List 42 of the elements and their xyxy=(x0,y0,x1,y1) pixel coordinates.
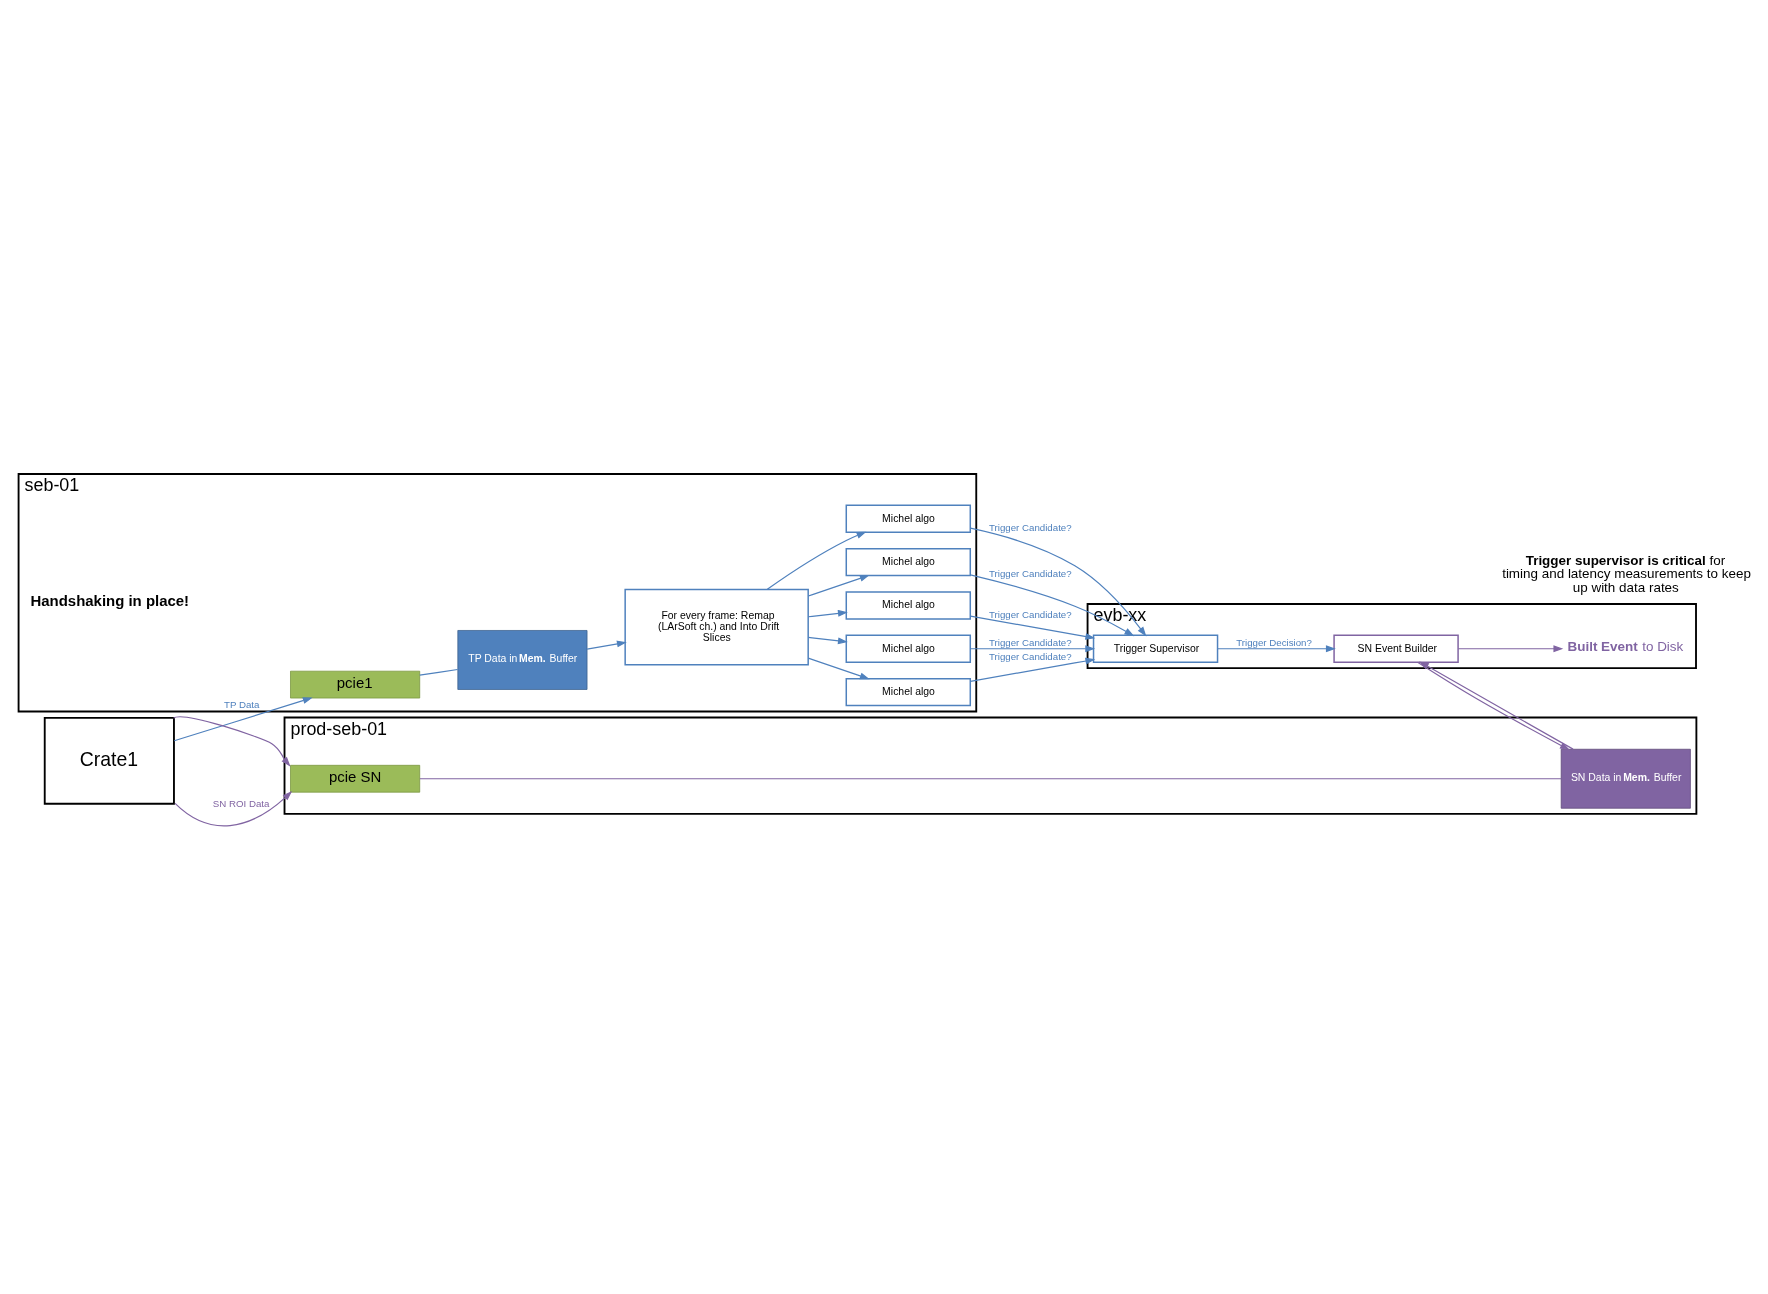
arrow xyxy=(807,657,870,680)
node-box: Michel algo xyxy=(845,504,972,533)
node-box: SN Event Builder xyxy=(1333,634,1459,663)
arrow xyxy=(969,615,1096,640)
node-box: Trigger Supervisor xyxy=(1092,634,1219,663)
node-box: Michel algo xyxy=(845,547,972,577)
node-box: For every frame: Remap (LArSoft ch.) and Into Drift Slices xyxy=(624,588,809,666)
arrow xyxy=(586,640,627,650)
arrow xyxy=(807,574,870,597)
node-box: Michel algo xyxy=(845,677,972,707)
edge-label: Trigger Candidate? xyxy=(988,651,1072,663)
arrow xyxy=(1457,645,1564,653)
node-box: pcie1 xyxy=(290,670,421,699)
edge-label: Trigger Candidate? xyxy=(988,608,1072,620)
arrow xyxy=(766,531,867,590)
arrow xyxy=(969,657,1096,682)
edge-label: Trigger Candidate? xyxy=(988,568,1072,580)
node-text: Built Event to Disk xyxy=(1567,639,1684,655)
node-box: Crate1 xyxy=(43,716,175,805)
connector xyxy=(419,668,459,676)
node-box: Michel algo xyxy=(845,634,972,663)
arrow xyxy=(173,716,291,767)
edge-label: Trigger Candidate? xyxy=(988,637,1072,649)
arrow xyxy=(174,790,293,827)
node-box: pcie SN xyxy=(290,764,421,793)
arrow xyxy=(807,609,848,618)
arrow xyxy=(807,636,848,645)
arrow xyxy=(173,697,313,742)
edge-label: SN ROI Data xyxy=(212,797,270,809)
node-box: SN Data in Mem. Buffer xyxy=(1560,748,1691,809)
label: Trigger supervisor is critical for timing and latency measurements to keep up with data rates xyxy=(1502,552,1751,595)
label: Handshaking in place! xyxy=(30,592,190,610)
connector xyxy=(419,778,1562,780)
arrow xyxy=(969,527,1147,637)
arrow xyxy=(1217,645,1336,653)
edge-label: Trigger Candidate? xyxy=(988,522,1072,534)
arrow xyxy=(969,645,1096,653)
node-box: Michel algo xyxy=(845,591,972,620)
arrow xyxy=(969,574,1135,637)
edge-label: TP Data xyxy=(224,699,260,711)
node-box: TP Data in Mem. Buffer xyxy=(457,630,588,690)
edge-label: Trigger Decision? xyxy=(1236,637,1312,649)
